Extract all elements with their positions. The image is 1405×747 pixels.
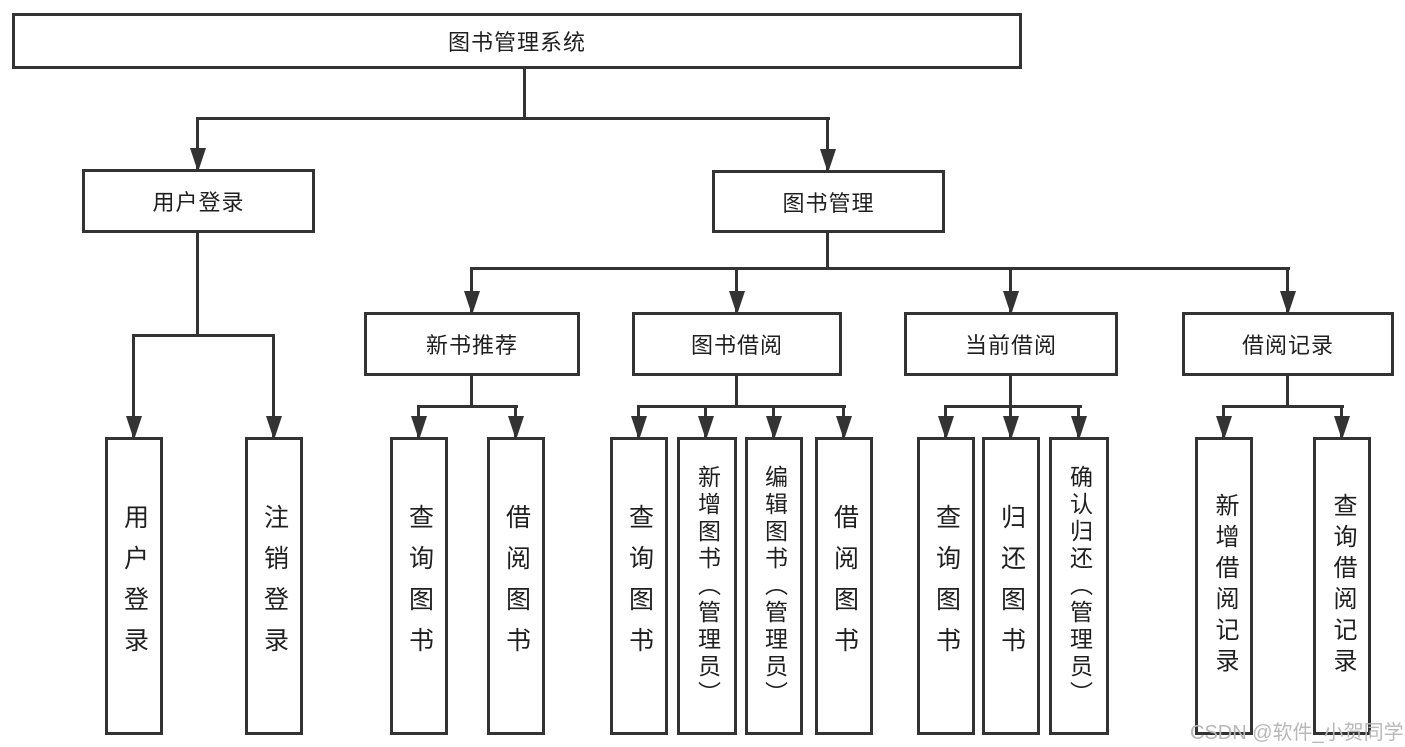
leaf-query-books-recommend: 查询图书 [390,437,448,735]
leaf-label: 借阅图书 [830,504,859,668]
connector-line [826,117,829,170]
arrow-down-icon [1216,416,1232,440]
arrow-down-icon [126,416,142,440]
node-current-borrow: 当前借阅 [904,312,1118,376]
leaf-label: 新增图书（管理员） [694,464,721,708]
connector-line [1286,267,1289,312]
arrow-down-icon [190,148,206,172]
leaf-label: 注销登录 [260,504,289,668]
connector-line [132,334,135,437]
connector-line [944,405,1082,408]
connector-line [1222,405,1344,408]
leaf-confirm-return-admin: 确认归还（管理员） [1049,437,1109,735]
node-label: 当前借阅 [964,333,1057,358]
connector-line [196,117,199,169]
leaf-borrow-books: 借阅图书 [815,437,873,735]
connector-line [1286,376,1289,408]
arrow-down-icon [464,291,480,315]
node-user-login: 用户登录 [82,169,315,233]
arrow-down-icon [1003,416,1019,440]
leaf-return-book: 归还图书 [982,437,1040,735]
node-label: 用户登录 [152,190,245,215]
connector-line [132,334,275,337]
arrow-down-icon [938,416,954,440]
connector-line [196,117,830,120]
connector-line [826,233,829,269]
arrow-down-icon [1071,416,1087,440]
leaf-query-books-current: 查询图书 [917,437,975,735]
node-label: 新书推荐 [425,333,518,358]
node-root-system: 图书管理系统 [12,13,1022,69]
leaf-label: 查询图书 [405,504,434,668]
arrow-down-icon [266,416,282,440]
arrow-down-icon [836,416,852,440]
connector-line [470,376,473,408]
leaf-label: 归还图书 [997,504,1026,668]
leaf-label: 用户登录 [120,504,149,668]
arrow-down-icon [411,416,427,440]
arrow-down-icon [1280,291,1296,315]
connector-line [523,68,526,118]
connector-line [735,376,738,408]
leaf-query-books-borrow: 查询图书 [610,437,668,735]
csdn-watermark: CSDN @软件_小贺同学 [1190,722,1404,744]
connector-line [417,405,518,408]
leaf-edit-book-admin: 编辑图书（管理员） [745,437,803,735]
connector-line [272,334,275,437]
leaf-borrow-books-recommend: 借阅图书 [487,437,545,735]
connector-line [470,267,1290,270]
node-label: 图书管理 [782,190,875,216]
leaf-logout: 注销登录 [245,437,303,735]
connector-line [637,405,846,408]
arrow-down-icon [508,416,524,440]
connector-line [1009,267,1012,312]
node-borrow-records: 借阅记录 [1182,312,1394,376]
leaf-label: 借阅图书 [502,504,531,668]
arrow-down-icon [766,416,782,440]
node-new-book-recommend: 新书推荐 [364,312,580,376]
arrow-down-icon [631,416,647,440]
leaf-label: 查询借阅记录 [1329,493,1356,679]
leaf-label: 新增借阅记录 [1211,493,1238,679]
arrow-down-icon [820,149,836,173]
leaf-label: 查询图书 [625,504,654,668]
node-label: 图书管理系统 [447,30,586,55]
arrow-down-icon [1334,416,1350,440]
node-book-management: 图书管理 [712,170,945,233]
arrow-down-icon [1003,291,1019,315]
node-book-borrow: 图书借阅 [632,312,842,376]
leaf-label: 编辑图书（管理员） [761,464,788,708]
leaf-add-borrow-record: 新增借阅记录 [1195,437,1253,735]
connector-line [1009,376,1012,408]
connector-line [470,267,473,312]
leaf-label: 确认归还（管理员） [1066,464,1093,708]
connector-line [735,267,738,312]
node-label: 借阅记录 [1241,333,1334,358]
leaf-query-borrow-record: 查询借阅记录 [1313,437,1371,735]
leaf-add-book-admin: 新增图书（管理员） [677,437,737,735]
leaf-label: 查询图书 [932,504,961,668]
arrow-down-icon [729,291,745,315]
node-label: 图书借阅 [690,333,783,358]
connector-line [196,233,199,336]
leaf-user-login: 用户登录 [105,437,163,735]
arrow-down-icon [698,416,714,440]
